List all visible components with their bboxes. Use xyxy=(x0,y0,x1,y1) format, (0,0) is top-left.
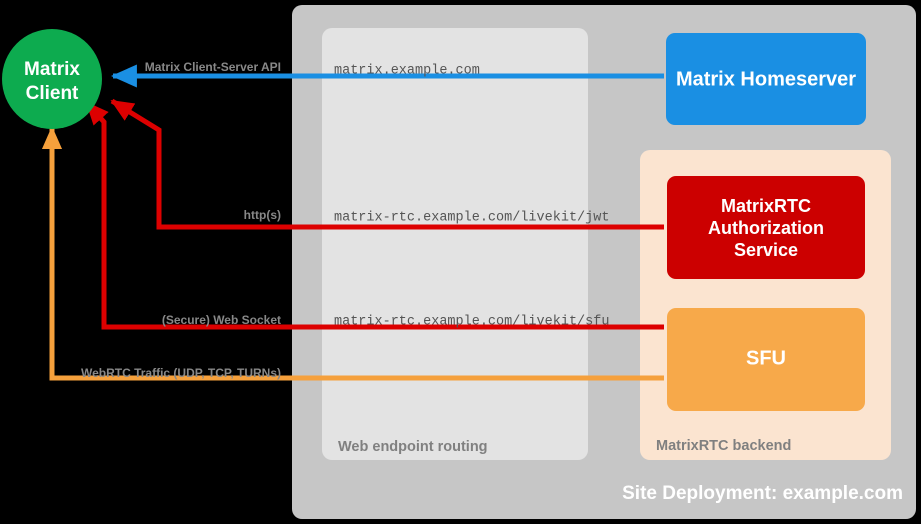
node-matrix-homeserver[interactable]: Matrix Homeserver xyxy=(666,33,866,125)
auth-service-label-line3: Service xyxy=(734,240,798,260)
arrow-livekit-sfu xyxy=(85,101,664,330)
auth-service-label-line2: Authorization xyxy=(708,218,824,238)
arrow-livekit-jwt xyxy=(110,98,664,230)
label-webrtc-traffic-protocol: WebRTC Traffic (UDP, TCP, TURNs) xyxy=(81,366,281,380)
sfu-box[interactable] xyxy=(667,308,865,411)
matrix-client-label-line2: Client xyxy=(26,83,79,104)
web-endpoint-routing-container: Web endpoint routing xyxy=(322,28,588,460)
label-livekit-sfu-protocol: (Secure) Web Socket xyxy=(162,313,281,327)
matrix-homeserver-label: Matrix Homeserver xyxy=(676,68,856,90)
matrixrtc-authorization-service-box[interactable] xyxy=(667,176,865,279)
node-matrix-client[interactable]: Matrix Client xyxy=(2,29,102,129)
matrixrtc-backend-label: MatrixRTC backend xyxy=(656,438,791,454)
label-livekit-jwt-endpoint: matrix-rtc.example.com/livekit/jwt xyxy=(334,211,609,226)
auth-service-label-line1: MatrixRTC xyxy=(721,196,811,216)
flow-webrtc-traffic: WebRTC Traffic (UDP, TCP, TURNs) xyxy=(41,126,664,381)
label-livekit-jwt-protocol: http(s) xyxy=(244,208,281,222)
label-client-server-api-endpoint: matrix.example.com xyxy=(334,64,480,79)
matrix-client-label-line1: Matrix xyxy=(24,59,80,80)
flow-livekit-jwt: http(s) matrix-rtc.example.com/livekit/j… xyxy=(110,98,664,230)
node-sfu[interactable]: SFU xyxy=(667,308,865,411)
label-livekit-sfu-endpoint: matrix-rtc.example.com/livekit/sfu xyxy=(334,315,609,330)
sfu-label: SFU xyxy=(746,347,786,369)
matrix-homeserver-box[interactable] xyxy=(666,33,866,125)
flow-client-server-api: Matrix Client-Server API matrix.example.… xyxy=(110,60,664,88)
flow-livekit-sfu: (Secure) Web Socket matrix-rtc.example.c… xyxy=(85,101,664,330)
label-client-server-api-protocol: Matrix Client-Server API xyxy=(145,60,281,74)
node-matrixrtc-authorization-service[interactable]: MatrixRTC Authorization Service xyxy=(667,176,865,279)
web-endpoint-routing-label: Web endpoint routing xyxy=(338,439,488,455)
arrow-webrtc-traffic xyxy=(41,126,664,381)
site-deployment-label: Site Deployment: example.com xyxy=(622,483,903,504)
matrix-client-circle[interactable] xyxy=(2,29,102,129)
